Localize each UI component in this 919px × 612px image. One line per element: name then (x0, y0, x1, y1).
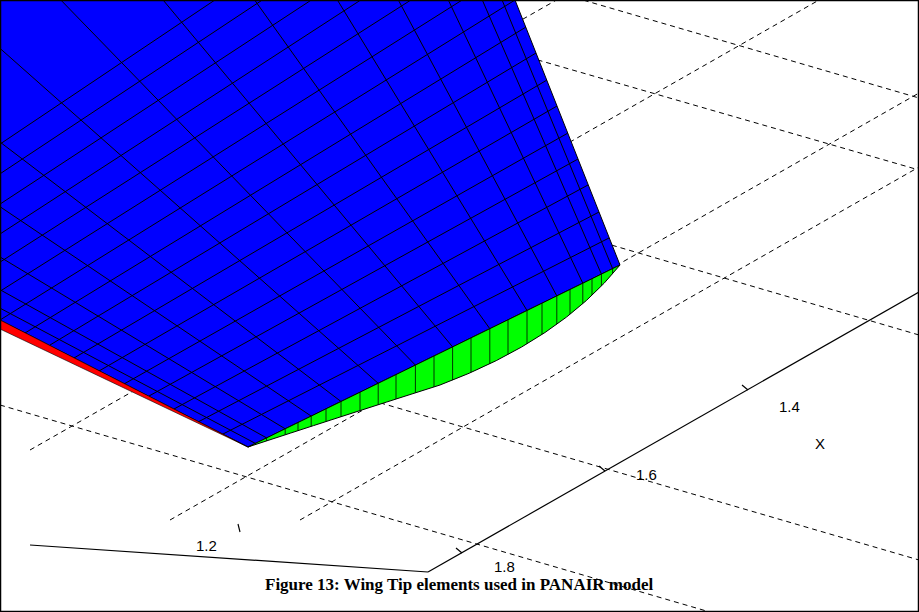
axis-title: X (815, 436, 825, 451)
figure-caption: Figure 13: Wing Tip elements used in PAN… (265, 576, 653, 593)
wing-surface (0, 0, 620, 447)
axis-tick-label: 1.2 (196, 538, 217, 553)
axis-tick-label: 1.4 (779, 399, 800, 414)
axis-tick-label: 1.8 (494, 559, 515, 574)
tip-mesh (255, 268, 612, 560)
panel-mesh (0, 0, 613, 443)
axis-tick-label: 1.6 (636, 467, 657, 482)
